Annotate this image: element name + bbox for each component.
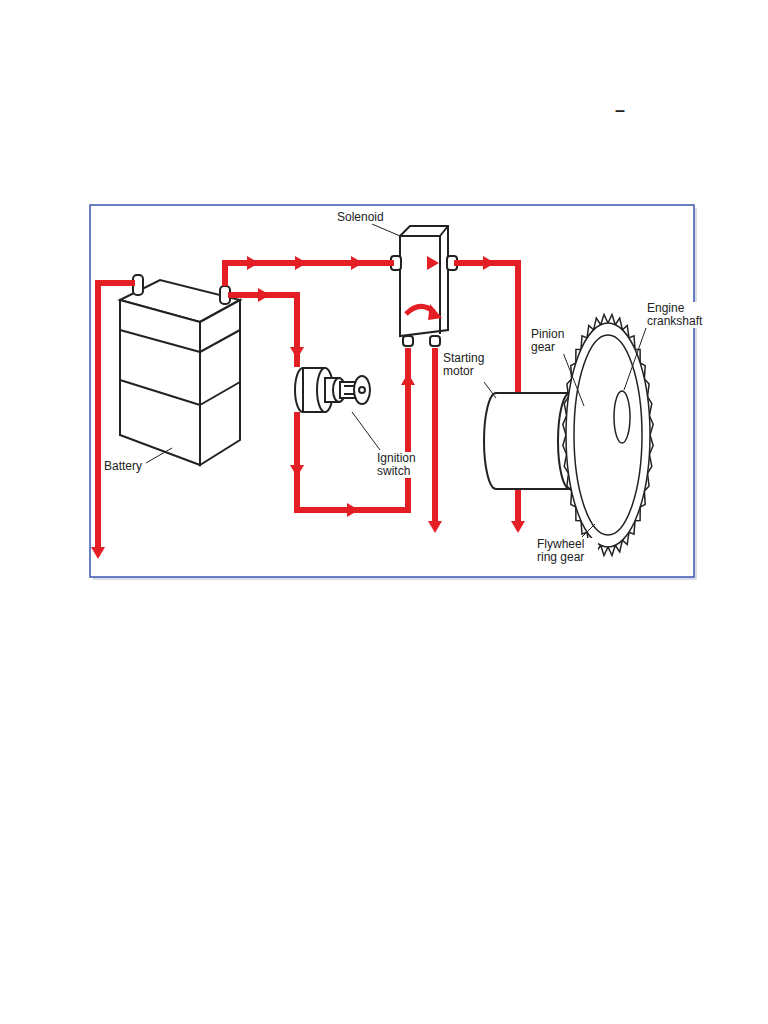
arrowhead	[511, 521, 525, 533]
arrowhead	[290, 347, 304, 359]
part-label: Starting motor	[442, 352, 494, 378]
part-label: Flywheel ring gear	[536, 538, 598, 564]
arrowhead	[347, 503, 359, 517]
part-label: Battery	[103, 460, 143, 473]
leader-lines	[146, 224, 646, 537]
arrowhead	[258, 288, 270, 302]
current-arrowheads	[91, 256, 525, 559]
flywheel-ring-gear-symbol	[563, 315, 653, 556]
arrowhead	[351, 256, 363, 270]
part-label: Pinion gear	[530, 328, 572, 354]
gear-teeth	[563, 315, 653, 556]
dash-mark: –	[614, 100, 626, 120]
ignition-switch-symbol	[295, 368, 370, 412]
battery-symbol	[120, 275, 240, 465]
arrowhead	[247, 256, 259, 270]
arrowhead	[290, 465, 304, 477]
arrowhead	[401, 373, 415, 385]
arrowhead	[91, 547, 105, 559]
arrowhead	[427, 256, 439, 270]
part-label: Solenoid	[336, 211, 385, 224]
arrowhead	[428, 521, 442, 533]
solenoid-arrowhead	[428, 304, 442, 320]
part-label: Engine crankshaft	[646, 302, 710, 328]
arrowhead	[295, 256, 307, 270]
part-label: Ignition switch	[376, 452, 430, 478]
circuit-wires	[98, 263, 518, 548]
arrowhead	[483, 256, 495, 270]
frame	[90, 205, 694, 577]
solenoid-symbol	[391, 226, 457, 346]
